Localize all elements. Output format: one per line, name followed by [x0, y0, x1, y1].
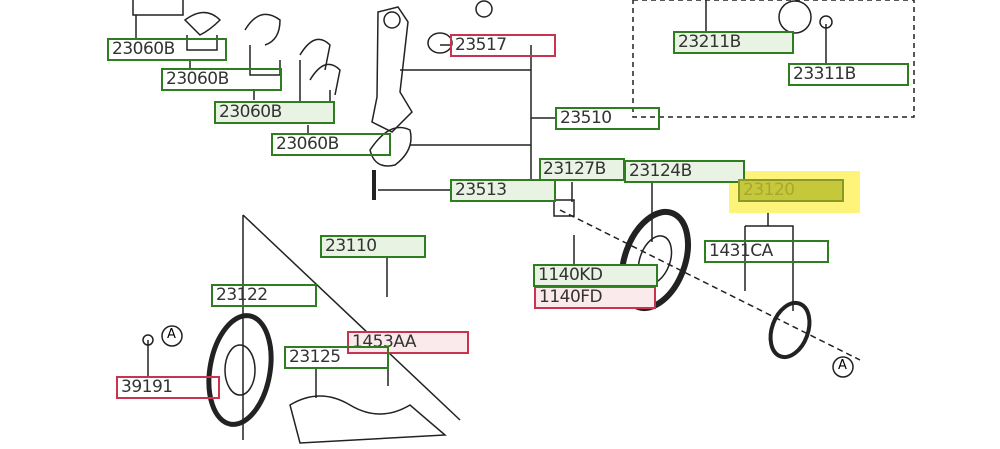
- ref-a-left: A: [167, 327, 176, 342]
- part-label-23510[interactable]: 23510: [555, 107, 660, 130]
- ref-circle-a-right: [832, 356, 854, 378]
- part-label-1140FD[interactable]: 1140FD: [534, 286, 656, 309]
- part-label-23211B[interactable]: 23211B: [673, 31, 794, 54]
- part-label-1140KD[interactable]: 1140KD: [533, 264, 658, 287]
- part-label-23060B-1[interactable]: 23060B: [107, 38, 227, 61]
- pulley-bolt-icon: [553, 199, 575, 217]
- bearing-shell-icons: [132, 0, 412, 167]
- part-label-23120[interactable]: 23120: [738, 179, 844, 202]
- washer-icon: [819, 15, 833, 29]
- part-label-23060B-4[interactable]: 23060B: [271, 133, 391, 156]
- part-label-23060B-2[interactable]: 23060B: [161, 68, 282, 91]
- part-label-23060B-3[interactable]: 23060B: [214, 101, 335, 124]
- part-label-23122[interactable]: 23122: [211, 284, 317, 307]
- part-label-23125[interactable]: 23125: [284, 346, 389, 369]
- part-label-23517[interactable]: 23517: [450, 34, 556, 57]
- part-label-23124B[interactable]: 23124B: [624, 160, 745, 183]
- crank-axis-line: [559, 209, 861, 361]
- piston-pin-bushing-icon: [427, 32, 453, 54]
- part-label-23127B[interactable]: 23127B: [539, 158, 625, 181]
- ref-circle-a-left: [161, 325, 183, 347]
- part-label-39191[interactable]: 39191: [116, 376, 220, 399]
- sprocket-icon: [768, 300, 812, 360]
- part-label-23110[interactable]: 23110: [320, 235, 426, 258]
- part-label-1431CA[interactable]: 1431CA: [704, 240, 829, 263]
- part-label-1453AA[interactable]: 1453AA: [347, 331, 469, 354]
- ref-a-right: A: [838, 358, 847, 373]
- part-label-23513[interactable]: 23513: [450, 179, 556, 202]
- connecting-rod-icon: [371, 6, 413, 133]
- part-label-23311B[interactable]: 23311B: [788, 63, 909, 86]
- crankshaft-icon: [289, 395, 447, 444]
- timing-gear-icon: [206, 313, 274, 427]
